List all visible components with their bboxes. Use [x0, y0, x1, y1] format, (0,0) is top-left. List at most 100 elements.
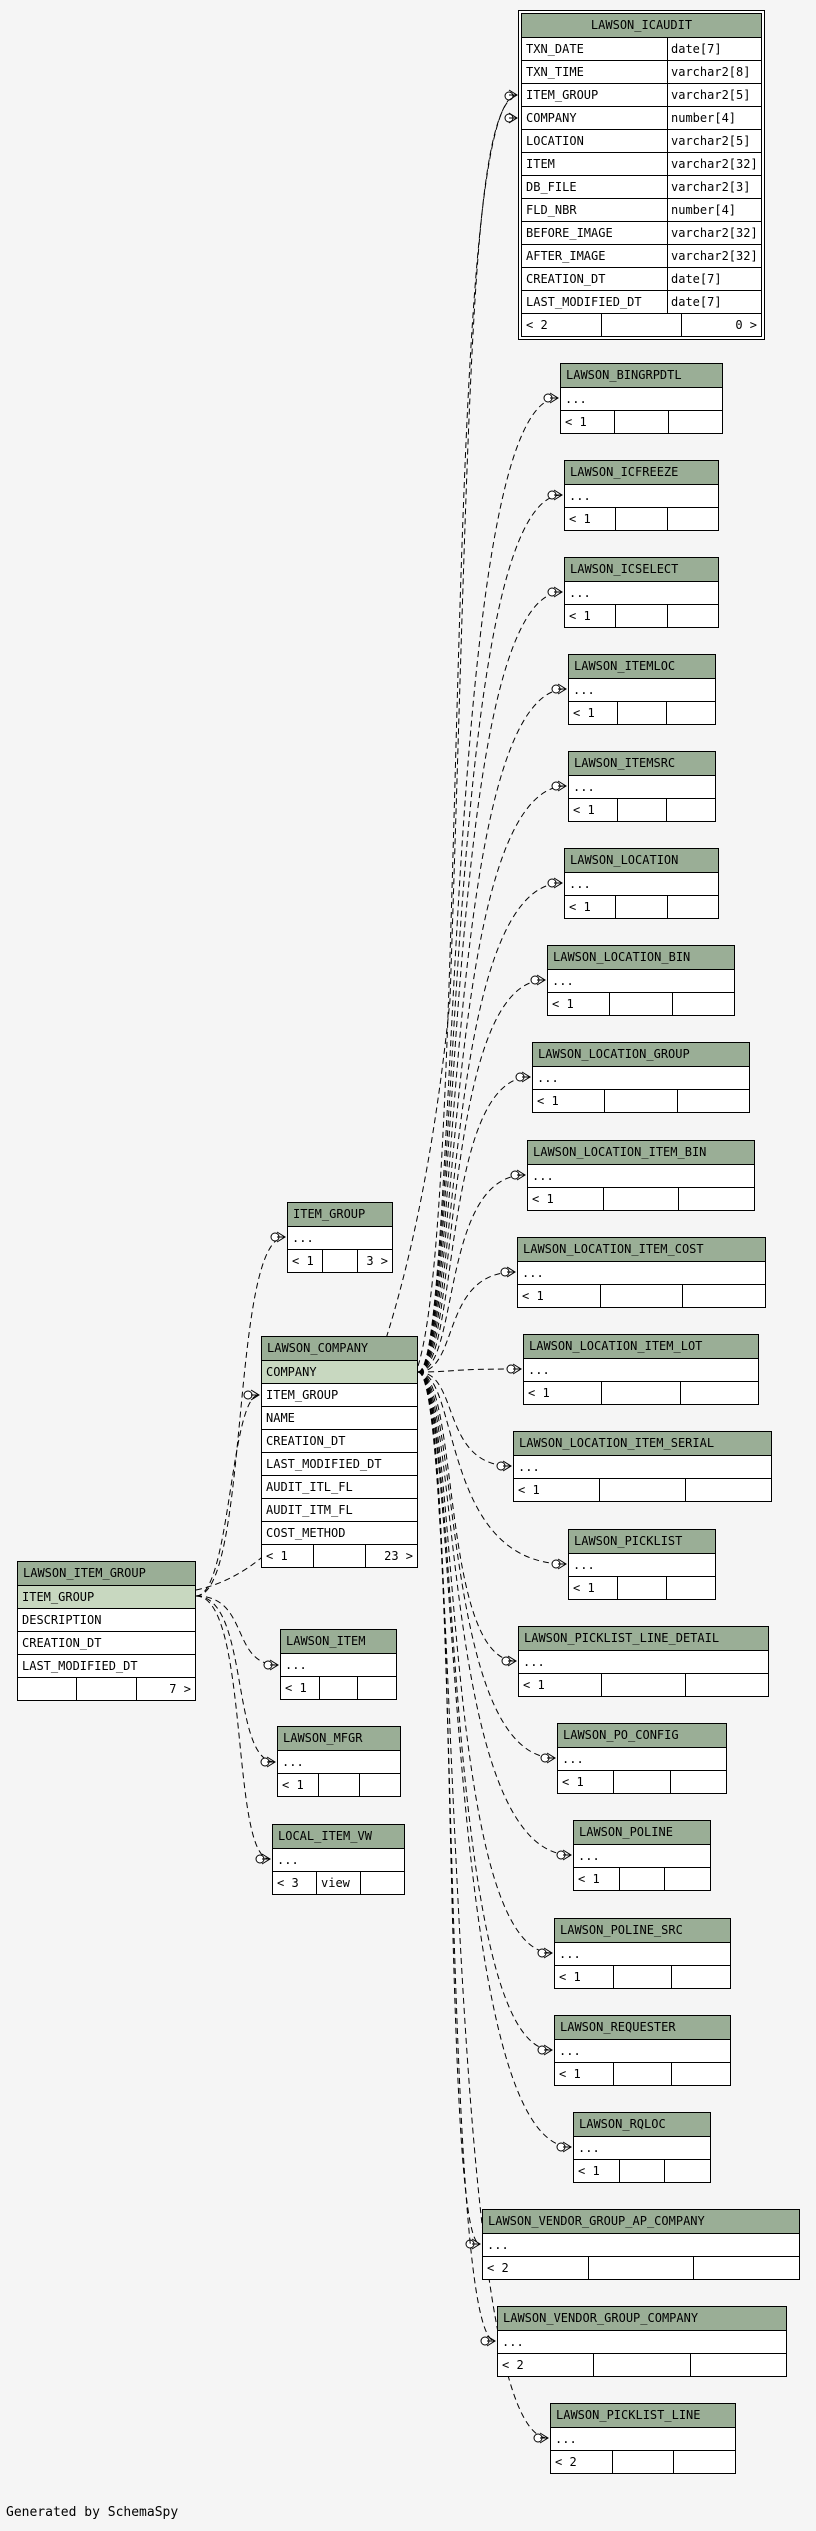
table-lawson-rqloc[interactable]: LAWSON_RQLOC...< 1 — [573, 2112, 711, 2183]
table-lawson-vendor-group-ap-company[interactable]: LAWSON_VENDOR_GROUP_AP_COMPANY...< 2 — [482, 2209, 800, 2280]
table-footer: < 1 — [519, 1674, 768, 1696]
table-row[interactable]: AUDIT_ITM_FL — [262, 1499, 417, 1522]
table-row[interactable]: NAME — [262, 1407, 417, 1430]
table-lawson-location[interactable]: LAWSON_LOCATION...< 1 — [564, 848, 719, 919]
table-lawson-location-item-lot[interactable]: LAWSON_LOCATION_ITEM_LOT...< 1 — [523, 1334, 759, 1405]
table-lawson-location-group[interactable]: LAWSON_LOCATION_GROUP...< 1 — [532, 1042, 750, 1113]
table-row[interactable]: ... — [569, 776, 715, 799]
column-name: ... — [565, 392, 587, 406]
table-lawson-po-config[interactable]: LAWSON_PO_CONFIG...< 1 — [557, 1723, 727, 1794]
table-row[interactable]: ... — [533, 1067, 749, 1090]
footer-left: < 1 — [266, 1549, 288, 1563]
crowfoot-marker — [543, 2044, 553, 2056]
table-row[interactable]: CREATION_DT — [18, 1632, 195, 1655]
table-row[interactable]: ... — [288, 1227, 392, 1250]
table-row[interactable]: ... — [551, 2428, 735, 2451]
table-header: LAWSON_LOCATION_GROUP — [533, 1043, 749, 1067]
table-row[interactable]: DESCRIPTION — [18, 1609, 195, 1632]
table-row[interactable]: ... — [555, 1943, 730, 1966]
table-row[interactable]: ... — [569, 1554, 715, 1577]
table-row[interactable]: ... — [561, 388, 722, 411]
table-lawson-icfreeze[interactable]: LAWSON_ICFREEZE...< 1 — [564, 460, 719, 531]
table-row[interactable]: ... — [528, 1165, 754, 1188]
table-row[interactable]: ... — [519, 1651, 768, 1674]
table-lawson-poline-src[interactable]: LAWSON_POLINE_SRC...< 1 — [554, 1918, 731, 1989]
table-lawson-location-item-serial[interactable]: LAWSON_LOCATION_ITEM_SERIAL...< 1 — [513, 1431, 772, 1502]
table-row[interactable]: COMPANY — [262, 1361, 417, 1384]
link-company-20 — [417, 1371, 496, 2342]
footer-right — [689, 2354, 786, 2376]
table-lawson-vendor-group-company[interactable]: LAWSON_VENDOR_GROUP_COMPANY...< 2 — [497, 2306, 787, 2377]
table-row[interactable]: ... — [565, 485, 718, 508]
table-lawson-location-bin[interactable]: LAWSON_LOCATION_BIN...< 1 — [547, 945, 735, 1016]
column-name: ... — [569, 489, 591, 503]
table-row[interactable]: ITEM_GROUP — [262, 1384, 417, 1407]
table-lawson-item[interactable]: LAWSON_ITEM...< 1 — [280, 1629, 397, 1700]
column-name: ... — [573, 1558, 595, 1572]
table-lawson-picklist-line[interactable]: LAWSON_PICKLIST_LINE...< 2 — [550, 2403, 736, 2474]
table-row[interactable]: ... — [569, 679, 715, 702]
table-row[interactable]: ... — [273, 1849, 404, 1872]
column-type: date[7] — [667, 268, 761, 290]
table-row[interactable]: ... — [565, 873, 718, 896]
table-lawson-itemloc[interactable]: LAWSON_ITEMLOC...< 1 — [568, 654, 716, 725]
table-lawson-location-item-cost[interactable]: LAWSON_LOCATION_ITEM_COST...< 1 — [517, 1237, 766, 1308]
table-row[interactable]: CREATION_DT — [262, 1430, 417, 1453]
table-row[interactable]: ... — [558, 1748, 726, 1771]
table-lawson-icselect[interactable]: LAWSON_ICSELECT...< 1 — [564, 557, 719, 628]
table-lawson-picklist-line-detail[interactable]: LAWSON_PICKLIST_LINE_DETAIL...< 1 — [518, 1626, 769, 1697]
table-row[interactable]: ... — [514, 1456, 771, 1479]
table-row[interactable]: ... — [548, 970, 734, 993]
table-row[interactable]: ... — [555, 2040, 730, 2063]
link-itemgroup-22 — [195, 1236, 286, 1597]
table-row[interactable]: ... — [518, 1262, 765, 1285]
crowfoot-marker — [549, 392, 559, 404]
table-row[interactable]: ITEM_GROUP — [18, 1586, 195, 1609]
table-lawson-location-item-bin[interactable]: LAWSON_LOCATION_ITEM_BIN...< 1 — [527, 1140, 755, 1211]
table-lawson-poline[interactable]: LAWSON_POLINE...< 1 — [573, 1820, 711, 1891]
table-row[interactable]: ... — [281, 1654, 396, 1677]
footer-mid — [618, 2160, 665, 2182]
table-row[interactable]: ... — [483, 2234, 799, 2257]
link-company-18 — [417, 1371, 572, 2148]
table-lawson-mfgr[interactable]: LAWSON_MFGR...< 1 — [277, 1726, 401, 1797]
table-header: LAWSON_ITEM — [281, 1630, 396, 1654]
table-lawson-picklist[interactable]: LAWSON_PICKLIST...< 1 — [568, 1529, 716, 1600]
table-row[interactable]: LAST_MODIFIED_DT — [18, 1655, 195, 1678]
column-type: varchar2[32] — [667, 222, 761, 244]
table-row[interactable]: ... — [574, 2137, 710, 2160]
table-lawson-itemsrc[interactable]: LAWSON_ITEMSRC...< 1 — [568, 751, 716, 822]
table-row[interactable]: COST_METHOD — [262, 1522, 417, 1545]
table-row[interactable]: ... — [498, 2331, 786, 2354]
table-row[interactable]: LAST_MODIFIED_DT — [262, 1453, 417, 1476]
table-row[interactable]: ... — [574, 1845, 710, 1868]
footer-left: < 1 — [573, 706, 595, 720]
table-row[interactable]: ... — [565, 582, 718, 605]
footer-right — [666, 605, 718, 627]
table-row[interactable]: ... — [524, 1359, 758, 1382]
table-row[interactable]: ... — [278, 1751, 400, 1774]
table-row[interactable]: AUDIT_ITL_FL — [262, 1476, 417, 1499]
table-lawson-bingrpdtl[interactable]: LAWSON_BINGRPDTL...< 1 — [560, 363, 723, 434]
table-lawson-requester[interactable]: LAWSON_REQUESTER...< 1 — [554, 2015, 731, 2086]
crowfoot-marker — [512, 1363, 522, 1375]
